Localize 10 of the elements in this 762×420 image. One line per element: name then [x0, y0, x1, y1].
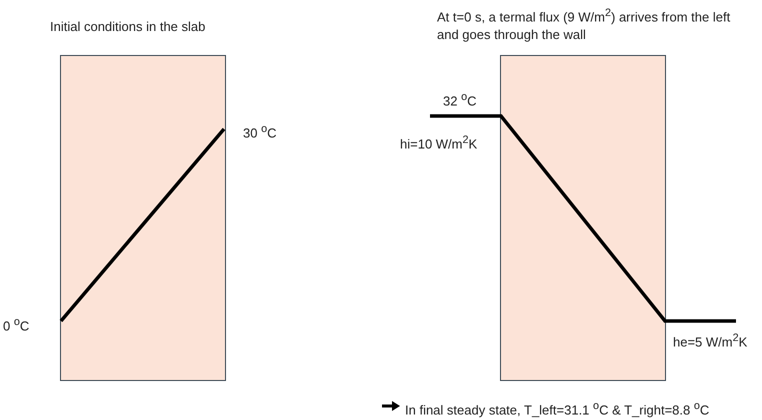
- slab-rectangle: [500, 55, 666, 381]
- temperature-label: 30 $^{o}$C: [243, 122, 276, 142]
- note-text: In final steady state, T_left=31.1 $^{o}$C & T_right=8.8 $^{o}$C: [405, 399, 710, 420]
- slab-rectangle: [60, 55, 226, 381]
- temperature-label: 32 $^{o}$C: [443, 90, 476, 110]
- slab-heading: Initial conditions in the slab: [50, 18, 206, 36]
- temperature-label: he=5 W/m$^{2}$K: [673, 331, 748, 352]
- slab-heading: At t=0 s, a termal flux (9 W/m$^{2}$) arrives from the left and goes through the wall: [437, 6, 732, 44]
- temperature-label: 0 $^{o}$C: [3, 315, 30, 336]
- temperature-label: hi=10 W/m$^{2}$K: [400, 133, 478, 154]
